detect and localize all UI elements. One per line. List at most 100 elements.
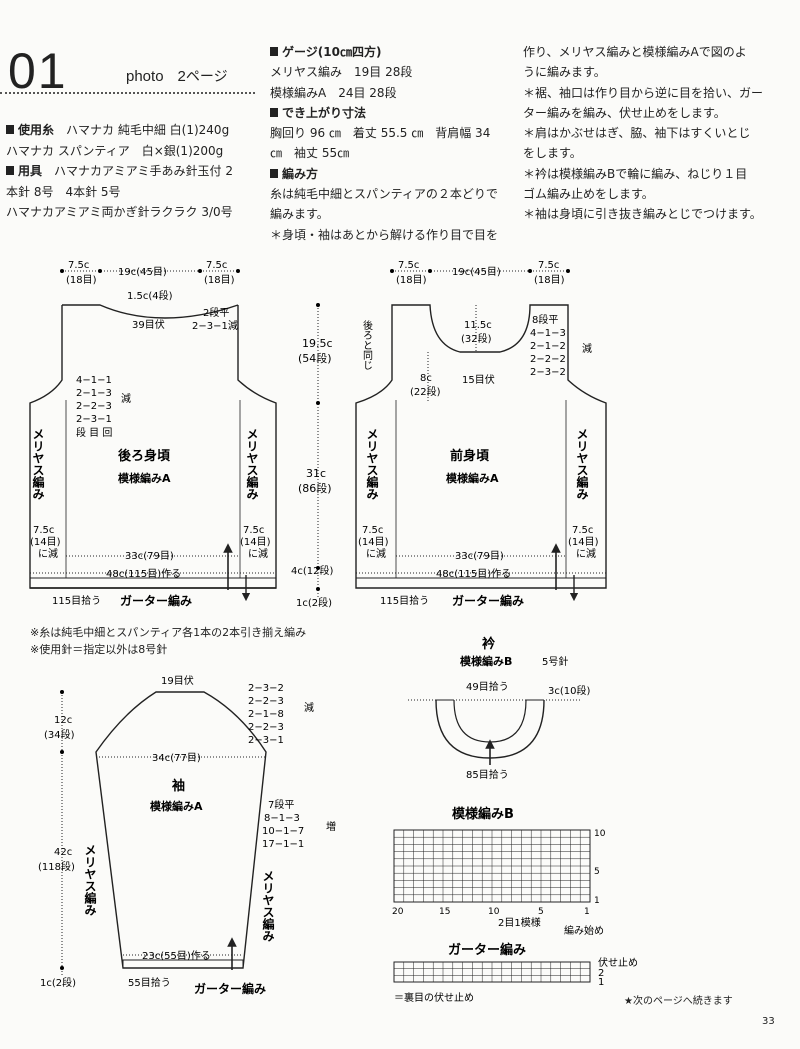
svg-text:4−1−3: 4−1−3	[530, 328, 566, 339]
sleeve-side-right: メリヤス編み	[261, 870, 275, 942]
garter-chart: ガーター編み 伏せ止め 2 1 ＝裏目の伏せ止め	[393, 942, 638, 1004]
collar-diagram: 衿 模様編みB 5号針 49目拾う 3c(10段) 85目拾う	[408, 636, 590, 781]
svg-text:10−1−7: 10−1−7	[262, 826, 304, 837]
svg-text:(22段): (22段)	[410, 385, 441, 398]
gauge-size-method: ゲージ(10㎝四方) メリヤス編み 19目 28段 模様編みA 24目 28段 …	[270, 45, 499, 242]
svg-text:17−1−1: 17−1−1	[262, 839, 304, 850]
back-neck-bind: 39目伏	[132, 318, 165, 331]
sleeve-inc: 7段平 8−1−3 10−1−7 17−1−1 増	[262, 798, 336, 850]
svg-text:(18目): (18目)	[534, 275, 565, 286]
sleeve-side-left: メリヤス編み	[83, 844, 97, 916]
back-top-left-rows: (18目)	[66, 275, 97, 286]
svg-text:(34段): (34段)	[44, 728, 75, 741]
svg-text:31c: 31c	[306, 467, 326, 480]
svg-text:段 目 回: 段 目 回	[76, 426, 112, 439]
svg-text:7.5c: 7.5c	[362, 525, 383, 536]
continued-note: ★次のページへ続きます	[624, 996, 733, 1007]
svg-text:19c(45目): 19c(45目)	[452, 267, 501, 278]
garter-legend: ＝裏目の伏せ止め	[394, 991, 474, 1004]
svg-text:8段平: 8段平	[532, 313, 558, 326]
back-top-left: 7.5c	[68, 260, 89, 271]
svg-text:模様編みB: 模様編みB	[460, 654, 512, 668]
svg-text:10: 10	[488, 907, 500, 917]
front-same-as-back: 後ろと同じ	[361, 319, 373, 370]
svg-text:減: 減	[304, 701, 314, 714]
svg-text:2目1模様: 2目1模様	[498, 916, 541, 929]
svg-text:48c(115目)作る: 48c(115目)作る	[436, 568, 511, 580]
back-neck-dec2: 2−3−1減	[192, 319, 238, 332]
back-top-right: 7.5c	[206, 260, 227, 271]
pattern-number: 01	[8, 43, 68, 99]
svg-text:85目拾う: 85目拾う	[466, 768, 509, 781]
back-left-side: メリヤス編み	[31, 428, 45, 500]
svg-text:4c(12段): 4c(12段)	[291, 564, 333, 577]
svg-text:減: 減	[582, 342, 592, 355]
svg-text:1: 1	[584, 907, 590, 917]
svg-text:20: 20	[392, 907, 404, 917]
svg-text:7.5c: 7.5c	[243, 525, 264, 536]
svg-text:2−1−3: 2−1−3	[76, 388, 112, 399]
svg-text:2−3−2: 2−3−2	[248, 683, 284, 694]
svg-text:伏せ止め: 伏せ止め	[598, 956, 638, 969]
svg-text:23c(55目)作る: 23c(55目)作る	[142, 950, 211, 962]
svg-text:7.5c: 7.5c	[33, 525, 54, 536]
svg-text:5: 5	[594, 867, 600, 877]
svg-text:増: 増	[326, 820, 336, 833]
svg-text:10: 10	[594, 829, 606, 839]
svg-text:7.5c: 7.5c	[398, 260, 419, 271]
svg-text:(118段): (118段)	[38, 860, 75, 873]
svg-text:2−2−2: 2−2−2	[530, 354, 566, 365]
back-subtitle: 模様編みA	[118, 471, 171, 485]
svg-text:ガーター編み: ガーター編み	[452, 593, 524, 608]
svg-text:7.5c: 7.5c	[572, 525, 593, 536]
back-neck-dec1: 2段平	[203, 306, 229, 319]
svg-text:1: 1	[598, 977, 604, 988]
front-title: 前身頃	[450, 448, 490, 464]
back-right-side: メリヤス編み	[245, 428, 259, 500]
sleeve-title: 袖	[172, 778, 185, 794]
svg-text:編み始め: 編み始め	[564, 924, 604, 937]
photo-reference: photo 2ページ	[126, 68, 228, 85]
front-body-diagram: 7.5c (18目) 19c(45目) 7.5c (18目) 後ろと同じ 11.…	[355, 260, 607, 608]
svg-text:(18目): (18目)	[396, 275, 427, 286]
svg-text:49目拾う: 49目拾う	[466, 680, 509, 693]
svg-text:4−1−1: 4−1−1	[76, 375, 112, 386]
back-top-right-rows: (18目)	[204, 275, 235, 286]
svg-text:に減: に減	[248, 547, 268, 560]
svg-text:(54段): (54段)	[298, 351, 332, 365]
materials-section: 使用糸 ハマナカ 純毛中細 白(1)240g ハマナカ スパンティア 白×銀(1…	[6, 123, 234, 219]
svg-text:5号針: 5号針	[542, 655, 568, 668]
svg-text:ガーター編み: ガーター編み	[448, 942, 526, 958]
svg-text:2−3−2: 2−3−2	[530, 367, 566, 378]
svg-text:(14目): (14目)	[358, 537, 389, 548]
svg-text:に減: に減	[576, 547, 596, 560]
notes: ※糸は純毛中細とスパンティア各1本の2本引き揃え編み ※使用針＝指定以外は8号針	[30, 626, 307, 656]
back-body-diagram: 7.5c (18目) 19c(45目) 7.5c (18目) 1.5c(4段) …	[29, 260, 277, 608]
svg-text:2−2−3: 2−2−3	[248, 722, 284, 733]
method-continued: 作り、メリヤス編みと模様編みAで図のよ うに編みます。 ＊裾、袖口は作り目から逆…	[523, 45, 764, 222]
svg-text:12c: 12c	[54, 715, 72, 726]
back-waist: 33c(79目)	[125, 551, 174, 562]
svg-text:42c: 42c	[54, 847, 72, 858]
svg-text:に減: に減	[366, 547, 386, 560]
svg-text:15: 15	[439, 907, 450, 917]
svg-text:7.5c: 7.5c	[538, 260, 559, 271]
svg-text:に減: に減	[38, 547, 58, 560]
svg-text:1c(2段): 1c(2段)	[40, 976, 76, 989]
svg-text:8c: 8c	[420, 373, 432, 384]
svg-text:(14目): (14目)	[568, 537, 599, 548]
svg-text:2−2−3: 2−2−3	[248, 696, 284, 707]
back-top-mid: 19c(45目)	[118, 267, 167, 278]
svg-text:7段平: 7段平	[268, 798, 294, 811]
svg-text:2−1−8: 2−1−8	[248, 709, 284, 720]
svg-text:(14目): (14目)	[240, 537, 271, 548]
svg-text:(14目): (14目)	[30, 537, 61, 548]
svg-text:2−2−3: 2−2−3	[76, 401, 112, 412]
svg-text:減: 減	[121, 392, 131, 405]
svg-text:衿: 衿	[482, 636, 495, 652]
svg-text:8−1−3: 8−1−3	[264, 813, 300, 824]
sleeve-cap-dec: 2−3−2 2−2−3 2−1−8 2−2−3 2−3−1 減	[248, 683, 314, 746]
svg-text:11.5c: 11.5c	[464, 320, 492, 331]
back-cast-on: 48c(115目)作る	[106, 568, 181, 580]
